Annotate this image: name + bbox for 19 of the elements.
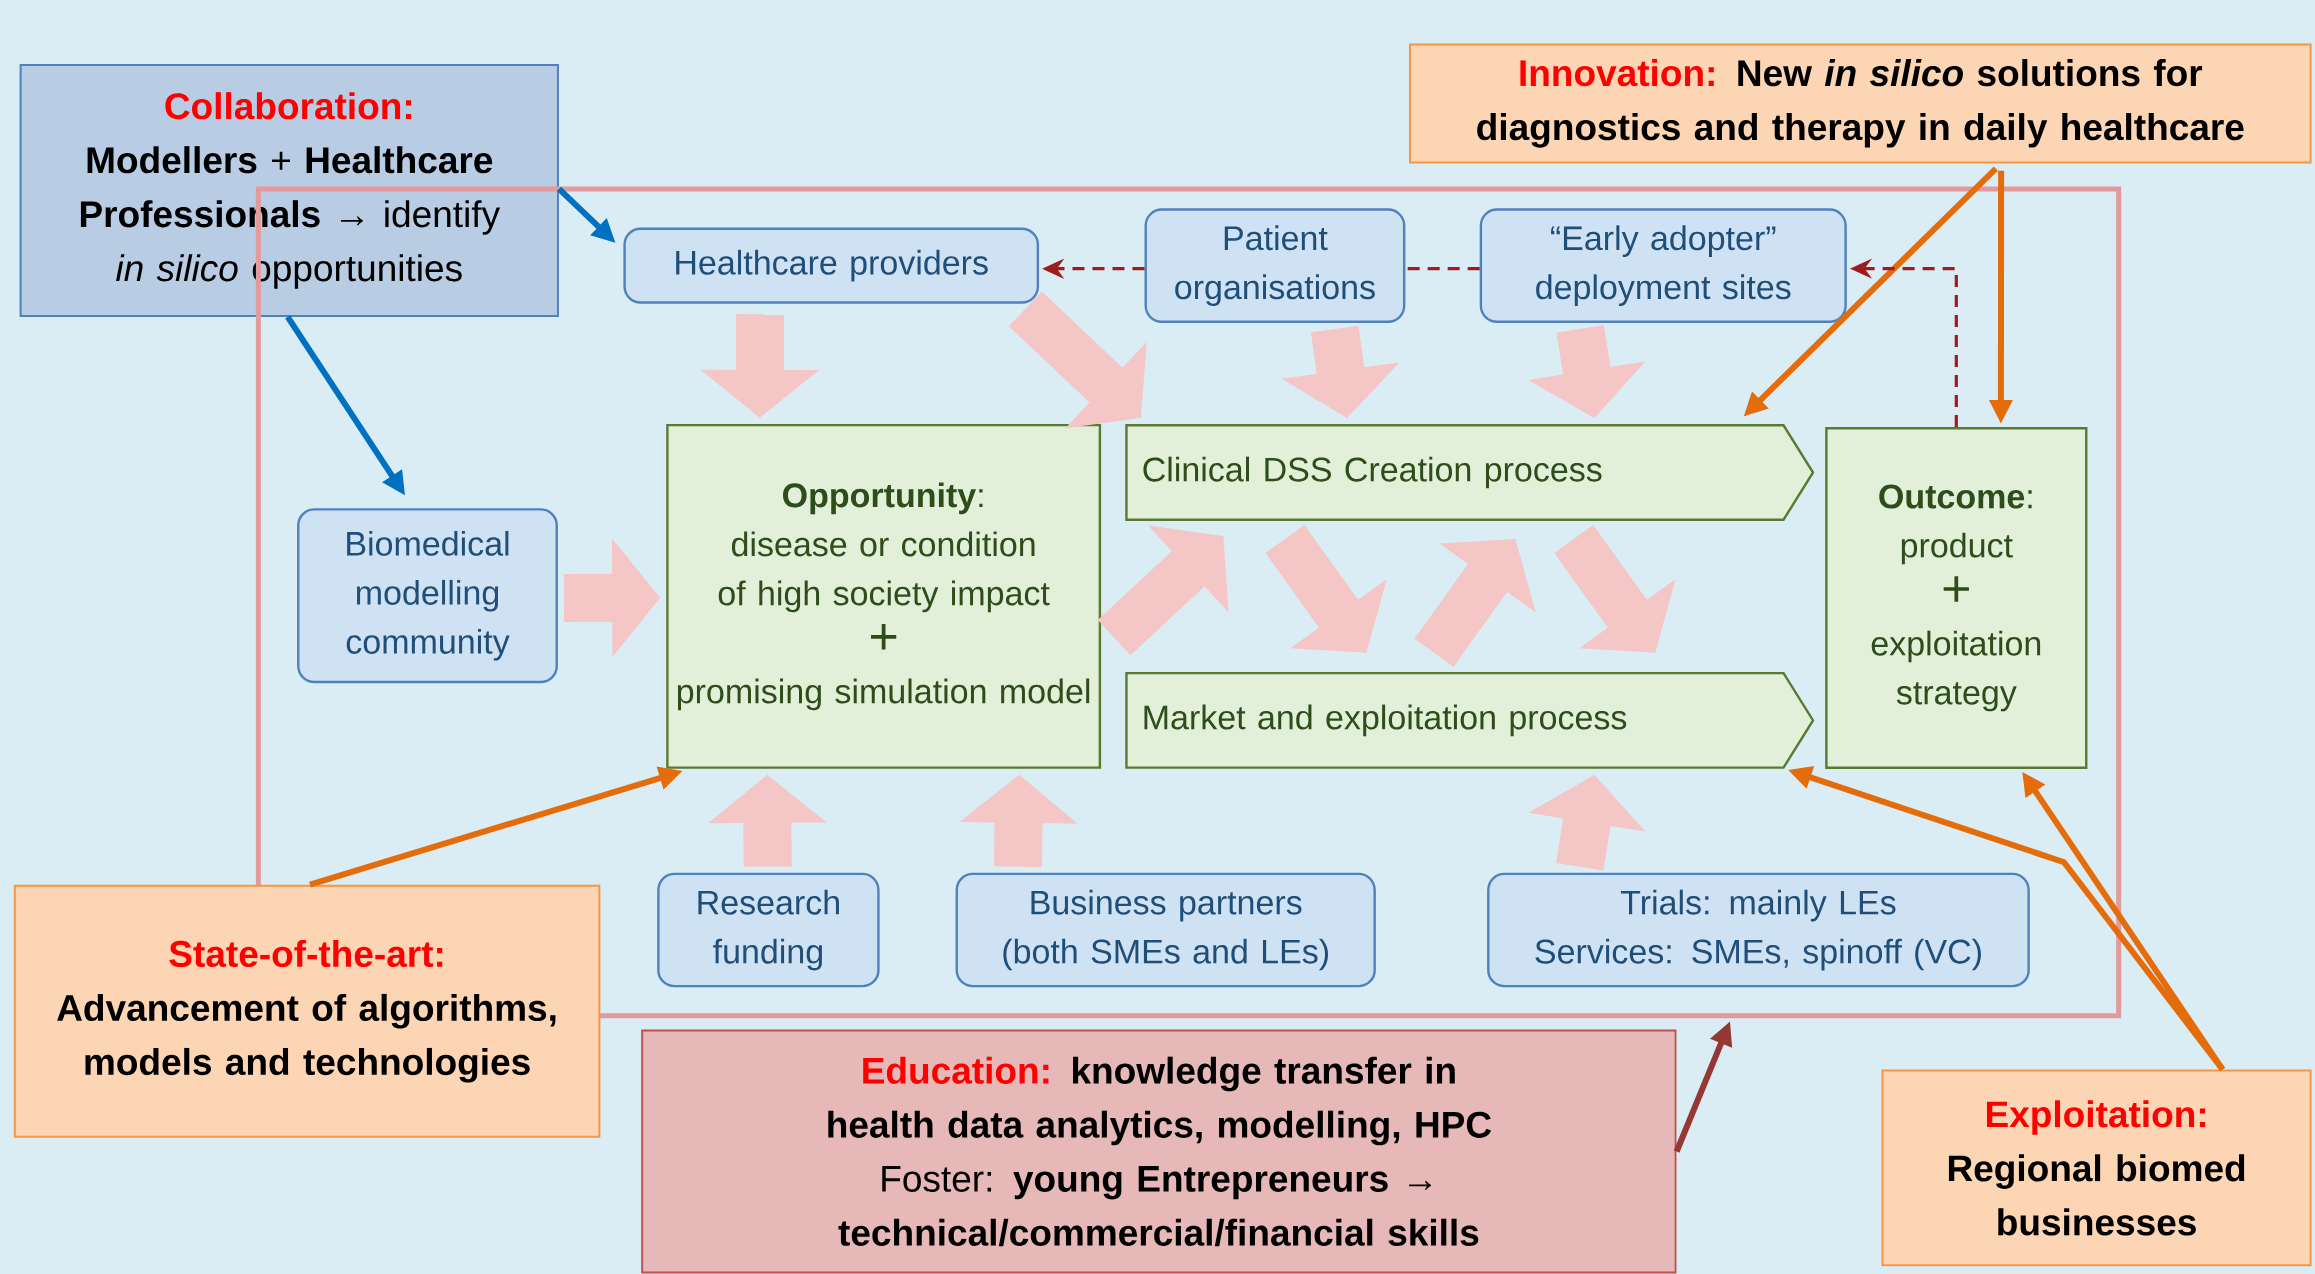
callout-box: Innovation: New in silico solutions for diagnostics and therapy in daily healthcare <box>1409 43 2312 164</box>
callout-box: Education: knowledge transfer in health data analytics, modelling, HPC Foster: young Entrepreneurs → technical/commercial/financial skills <box>641 1029 1677 1274</box>
process-box: Clinical DSS Creation process <box>1125 424 1815 521</box>
stakeholder-box: Trials: mainly LEs Services: SMEs, spinoff (VC) <box>1487 872 2030 988</box>
dashed-line <box>1405 266 1480 271</box>
block-arrow <box>1265 524 1387 653</box>
process-box: Opportunity: disease or condition of high society impact + promising simulation model <box>666 423 1102 769</box>
process-box: Outcome: product + exploitation strategy <box>1825 426 2088 769</box>
stakeholder-box: “Early adopter” deployment sites <box>1479 208 1847 323</box>
callout-box: Collaboration: Modellers + Healthcare Professionals → identify in silico opportunities <box>19 63 559 317</box>
block-arrow <box>1554 524 1676 653</box>
callout-box: Exploitation: Regional biomed businesses <box>1881 1069 2312 1267</box>
stakeholder-box: Biomedical modelling community <box>297 508 558 684</box>
process-box: Market and exploitation process <box>1125 671 1815 769</box>
stakeholder-box: Business partners (both SMEs and LEs) <box>955 872 1376 988</box>
callout-box: State-of-the-art: Advancement of algorithms, models and technologies <box>13 884 601 1138</box>
stakeholder-box: Healthcare providers <box>623 227 1040 304</box>
stakeholder-box: Research funding <box>657 872 880 988</box>
stakeholder-box: Patient organisations <box>1144 208 1406 323</box>
